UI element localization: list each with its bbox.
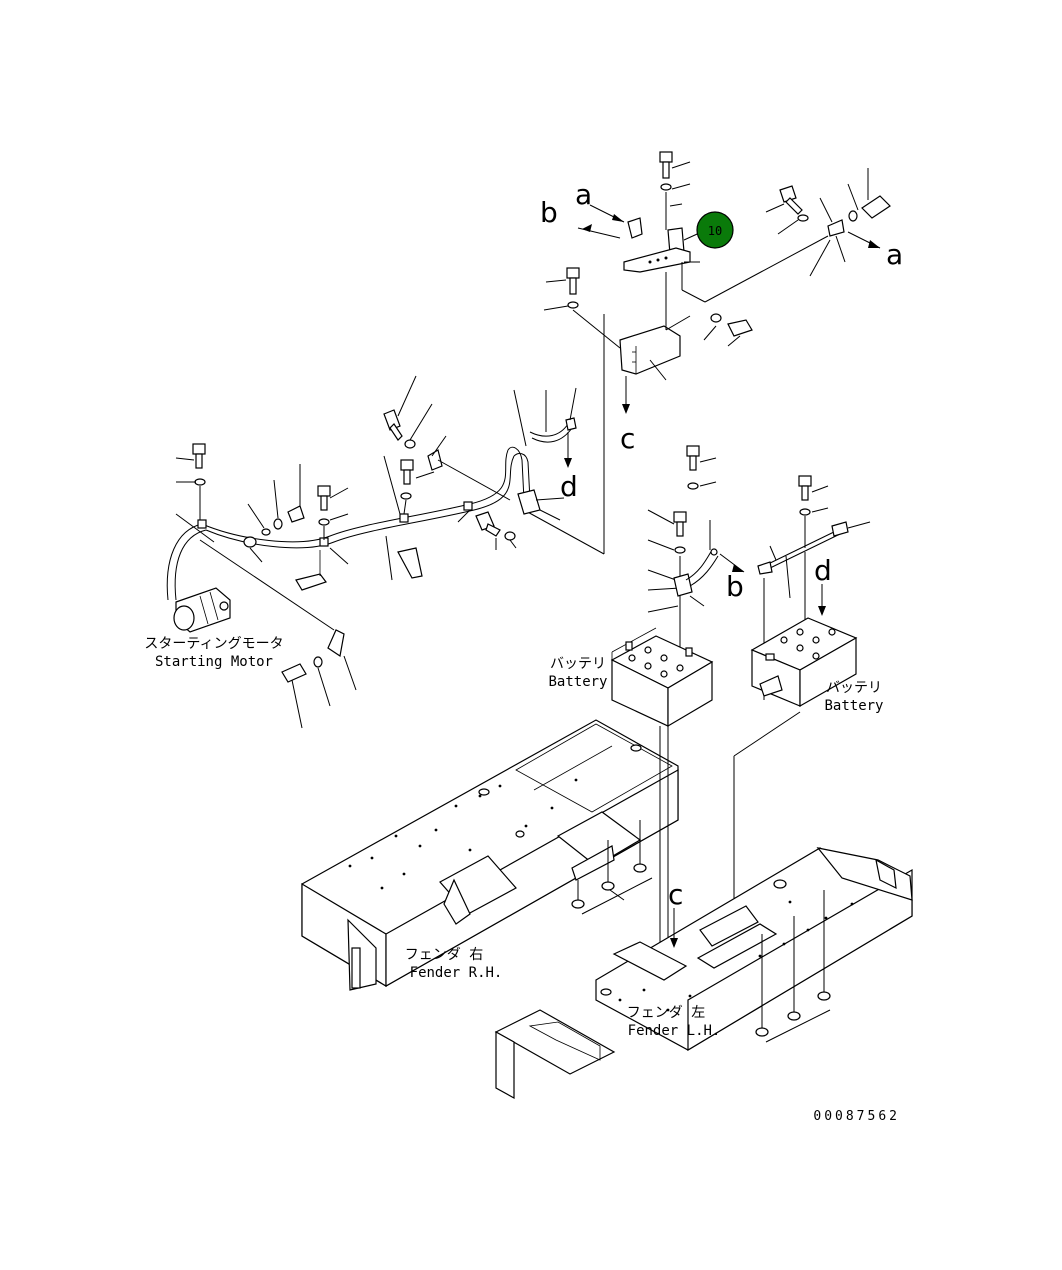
- callout-number: 10: [708, 224, 722, 238]
- bolt-icon: [686, 445, 700, 471]
- bolt-icon: [659, 151, 673, 179]
- starting-motor: [173, 587, 231, 633]
- starting-motor-label-en: Starting Motor: [155, 654, 273, 670]
- battery-left-label-jp: バッテリ: [550, 656, 606, 672]
- bolt-icon: [861, 195, 891, 219]
- bolt-icon: [727, 319, 753, 337]
- small-bracket: [295, 573, 327, 591]
- washer-icon: [660, 183, 672, 191]
- terminal-icon: [831, 521, 849, 537]
- washer-icon: [567, 301, 579, 309]
- clamp-icon: [399, 513, 409, 523]
- washer-icon: [273, 518, 283, 530]
- bolt-icon: [287, 505, 305, 523]
- washer-icon: [194, 478, 206, 486]
- bolt-icon: [673, 511, 687, 537]
- ref-letter-c-fender: c: [668, 878, 683, 911]
- battery-right: [750, 617, 858, 708]
- washer-icon: [797, 214, 809, 222]
- washer-icon: [787, 1011, 801, 1021]
- callout-badge[interactable]: 10: [696, 211, 734, 249]
- washer-icon: [504, 531, 516, 541]
- grommet-icon: [243, 536, 257, 548]
- washer-icon: [318, 518, 330, 526]
- fender-lh: [494, 847, 913, 1100]
- washer-icon: [571, 899, 585, 909]
- washer-icon: [404, 439, 416, 449]
- washer-icon: [817, 991, 831, 1001]
- washer-icon: [687, 482, 699, 490]
- washer-icon: [848, 210, 858, 222]
- lower-bracket: [619, 325, 681, 375]
- washer-icon: [400, 492, 412, 500]
- ref-letter-d-battery: d: [814, 554, 832, 587]
- bolt-icon: [192, 443, 206, 469]
- small-bracket: [397, 547, 423, 579]
- ref-letter-b-battery: b: [726, 570, 744, 603]
- bolt-icon: [475, 511, 501, 537]
- battery-left-label-en: Battery: [548, 674, 607, 690]
- washer-icon: [674, 546, 686, 554]
- terminal-icon: [827, 219, 845, 237]
- washer-icon: [710, 313, 722, 323]
- washer-icon: [601, 881, 615, 891]
- fender-rh-label-jp: フェンダ 右: [405, 947, 483, 963]
- battery-left: [610, 627, 714, 728]
- clamp-icon: [517, 489, 541, 515]
- fender-rh-label-en: Fender R.H.: [410, 965, 503, 981]
- terminal-icon: [673, 573, 693, 597]
- bolt-icon: [281, 663, 307, 683]
- bolt-icon: [317, 485, 331, 511]
- washer-icon: [799, 508, 811, 516]
- battery-tray-plate: [612, 941, 688, 981]
- clamp-icon: [463, 501, 473, 511]
- terminal-icon: [757, 561, 773, 575]
- ref-letter-d-mid: d: [560, 470, 578, 503]
- battery-right-label-en: Battery: [824, 698, 883, 714]
- bolt-icon: [383, 409, 403, 441]
- fender-lh-label-jp: フェンダ 左: [627, 1005, 705, 1021]
- bolt-icon: [566, 267, 580, 295]
- ref-letter-a-right: a: [886, 238, 903, 271]
- small-bracket: [327, 629, 345, 658]
- clamp-icon: [197, 519, 207, 529]
- ref-letter-b-top: b: [540, 196, 558, 229]
- battery-tray-plate: [696, 923, 778, 969]
- wiring-harness: d: [166, 375, 578, 729]
- top-bracket-assembly: 10 a b a: [523, 151, 903, 555]
- battery-right-label-jp: バッテリ: [826, 680, 882, 696]
- ref-letter-a-top: a: [575, 178, 592, 211]
- bolt-icon: [779, 185, 803, 215]
- fender-rh: [301, 719, 679, 991]
- battery-cables: b d: [647, 445, 871, 700]
- fender-lh-label-en: Fender L.H.: [628, 1023, 721, 1039]
- drawing-number: 00087562: [813, 1109, 900, 1124]
- washer-icon: [313, 656, 323, 668]
- washer-icon: [633, 863, 647, 873]
- bolt-icon: [798, 475, 812, 501]
- clip-icon: [627, 217, 643, 239]
- washer-icon: [261, 528, 271, 536]
- ref-letter-c-mid: c: [620, 422, 635, 455]
- starting-motor-label-jp: スターティングモータ: [144, 636, 283, 652]
- clip-icon: [427, 449, 443, 471]
- washer-icon: [755, 1027, 769, 1037]
- bolt-icon: [400, 459, 414, 485]
